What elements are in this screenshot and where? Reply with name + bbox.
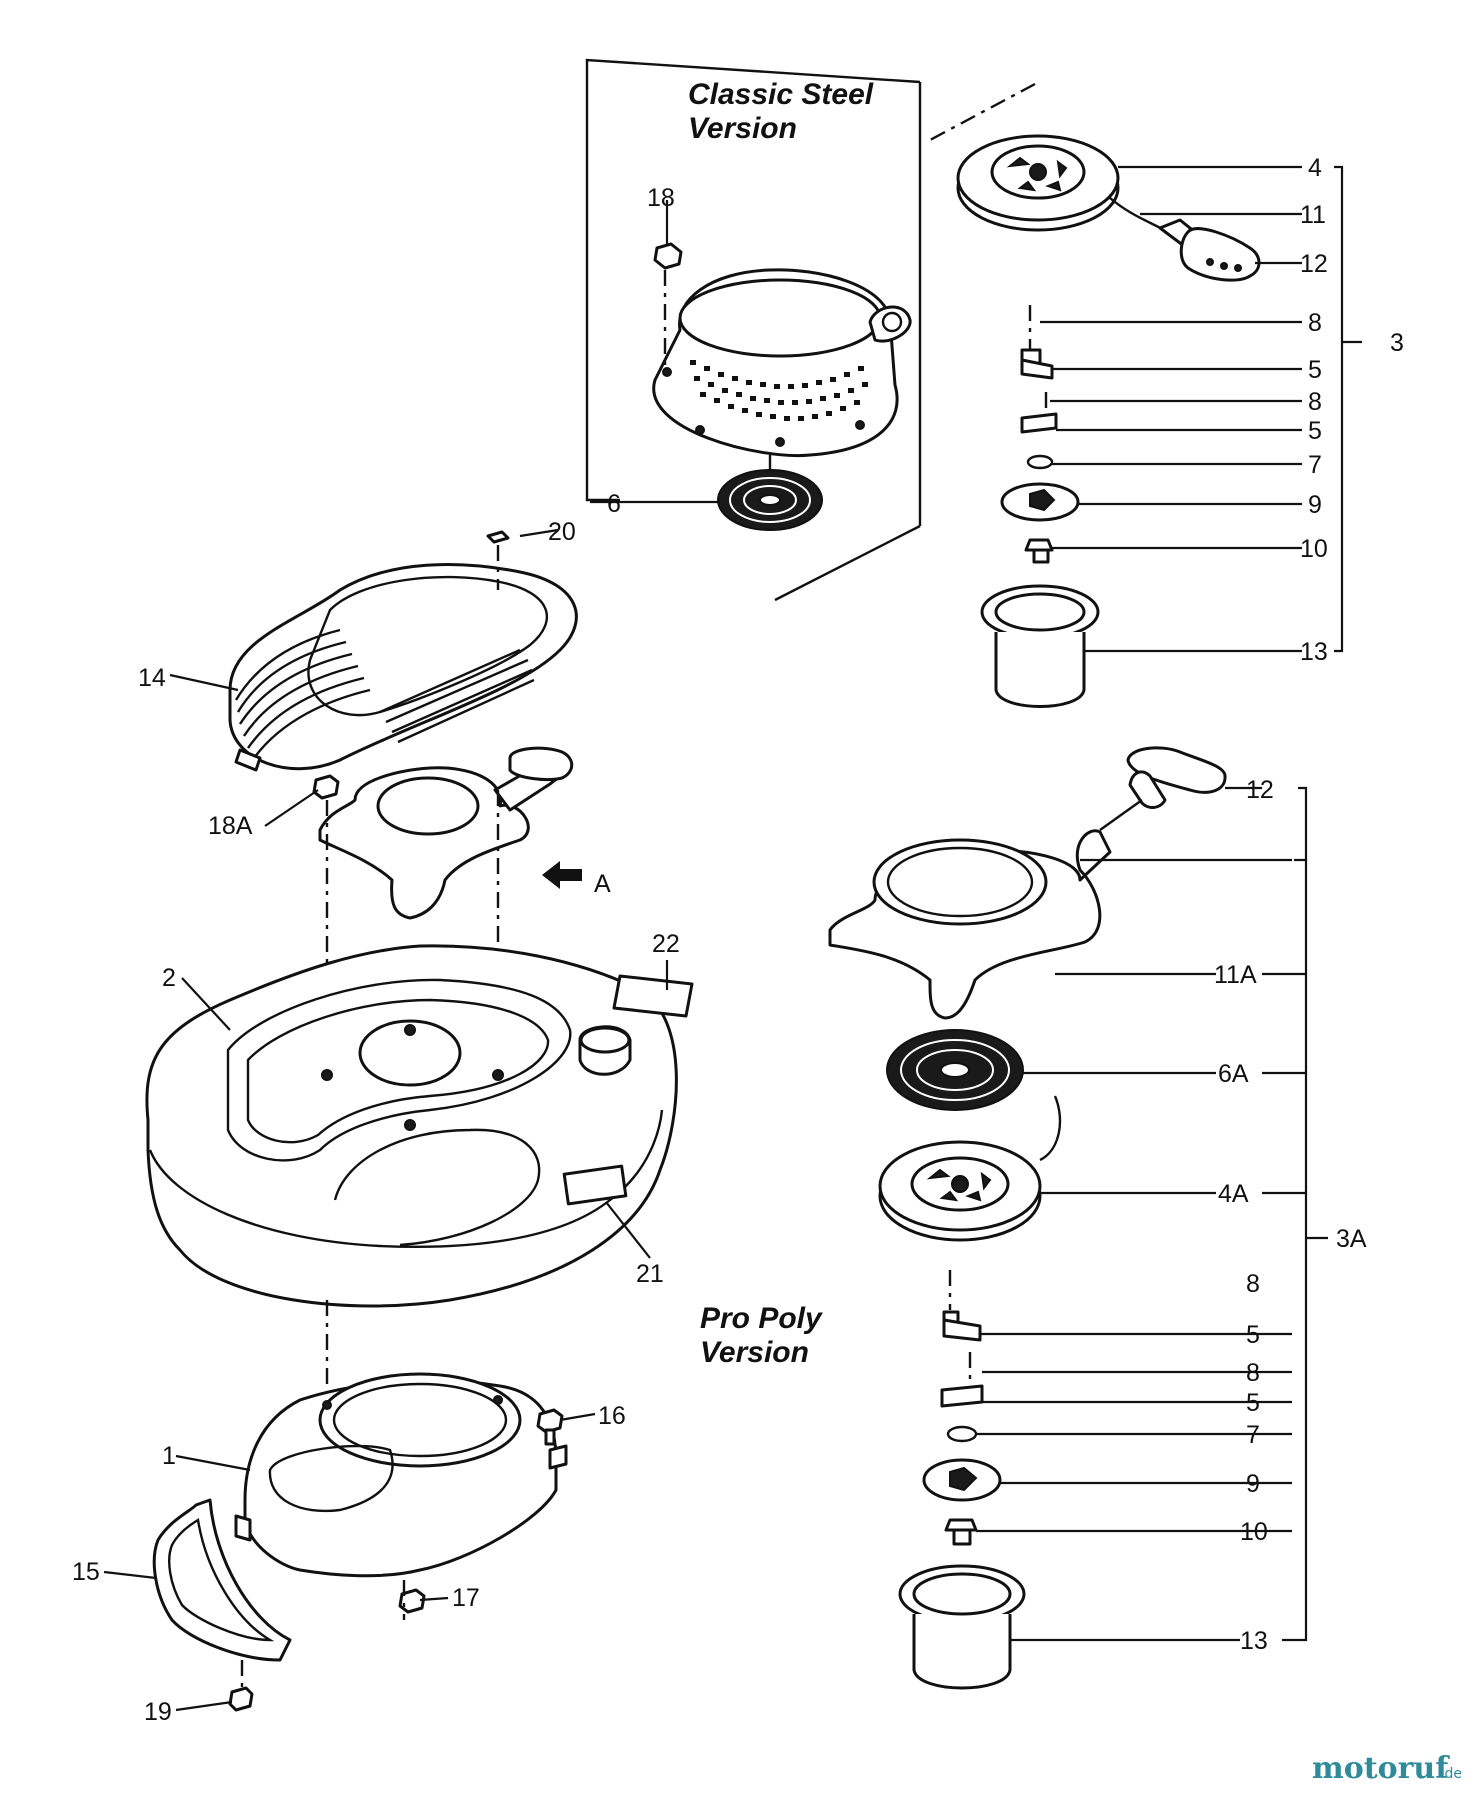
classic-housing-part	[652, 268, 912, 458]
classic-cup-part	[980, 584, 1100, 708]
callout-11A: 11A	[1214, 961, 1257, 989]
callout-2: 2	[162, 964, 176, 992]
guard-plate-part	[152, 1498, 292, 1662]
view-arrow	[542, 861, 582, 889]
classic-screw-part	[1024, 538, 1054, 564]
classic-version-title: Classic Steel	[688, 78, 874, 111]
pro-version-title: Pro Poly	[700, 1302, 823, 1335]
callout-10: 10	[1300, 535, 1328, 563]
pro-spring-part	[886, 1029, 1024, 1111]
classic-pawl-pin-1	[1020, 305, 1054, 380]
callout-19: 19	[144, 1698, 172, 1726]
classic-leaders	[590, 165, 1362, 653]
fan-shroud-part	[234, 1372, 568, 1578]
pro-rope-part	[1099, 799, 1143, 831]
callout-7: 7	[1308, 451, 1322, 479]
callout-16: 16	[598, 1402, 626, 1430]
pro-pawl-pin-1	[942, 1270, 982, 1342]
pro-version-subtitle: Version	[700, 1336, 809, 1369]
pro-cup-part	[898, 1564, 1026, 1690]
callout-21: 21	[636, 1260, 664, 1288]
callout-9: 9	[1246, 1470, 1260, 1498]
callout-4A: 4A	[1218, 1180, 1249, 1208]
classic-washer-part	[1026, 454, 1054, 470]
callout-18A: 18A	[208, 812, 253, 840]
fan-shroud-bolt-16	[536, 1408, 564, 1446]
decal-part	[612, 974, 694, 1018]
classic-pawl-pin-2	[1020, 392, 1058, 434]
callout-8: 8	[1308, 388, 1322, 416]
callout-8: 8	[1246, 1270, 1260, 1298]
classic-spring-part	[717, 455, 823, 531]
pro-screw-part	[944, 1518, 978, 1546]
callout-8: 8	[1246, 1359, 1260, 1387]
callout-10: 10	[1240, 1518, 1268, 1546]
callout-5: 5	[1308, 417, 1322, 445]
callout-22: 22	[652, 930, 680, 958]
left-leaders	[103, 528, 669, 1712]
pro-retainer-part	[922, 1458, 1002, 1502]
callout-3: 3	[1390, 329, 1404, 357]
callout-12: 12	[1246, 776, 1274, 804]
starter-assembly-left-part	[318, 746, 574, 920]
classic-version-frame	[585, 58, 1036, 602]
callout-6: 6	[607, 490, 621, 518]
fan-shroud-bolt-17	[398, 1580, 426, 1620]
pro-washer-part	[946, 1425, 978, 1443]
pro-pulley-part	[878, 1095, 1062, 1242]
blower-housing-part	[145, 944, 678, 1308]
pro-housing-part	[828, 829, 1112, 1020]
callout-8: 8	[1308, 309, 1322, 337]
callout-9: 9	[1308, 491, 1322, 519]
callout-5: 5	[1246, 1389, 1260, 1417]
callout-12: 12	[1300, 250, 1328, 278]
classic-bolt-part	[653, 242, 683, 370]
callout-14: 14	[138, 664, 166, 692]
callout-5: 5	[1308, 356, 1322, 384]
callout-3A: 3A	[1336, 1225, 1367, 1253]
callout-13: 13	[1300, 638, 1328, 666]
view-arrow-label: A	[594, 870, 611, 898]
callout-11: 11	[1300, 201, 1326, 229]
classic-pulley-part	[956, 134, 1120, 232]
classic-handle-part	[1158, 218, 1261, 282]
shroud-screw-part	[486, 530, 510, 590]
callout-15: 15	[72, 1558, 100, 1586]
callout-6A: 6A	[1218, 1060, 1249, 1088]
pro-leaders	[976, 786, 1328, 1642]
shroud-cover-part	[228, 563, 578, 772]
callout-18: 18	[647, 184, 675, 212]
pro-pawl-pin-2	[940, 1352, 984, 1408]
callout-13: 13	[1240, 1627, 1268, 1655]
pro-handle-part	[1126, 746, 1227, 809]
callout-1: 1	[162, 1442, 176, 1470]
callout-5: 5	[1246, 1321, 1260, 1349]
guard-screw-part	[228, 1660, 254, 1712]
callout-17: 17	[452, 1584, 480, 1612]
callout-4: 4	[1308, 154, 1322, 182]
callout-20: 20	[548, 518, 576, 546]
watermark-suffix: .de	[1440, 1766, 1462, 1782]
watermark-logo: motoruf	[1312, 1751, 1450, 1786]
classic-retainer-part	[1000, 482, 1080, 522]
classic-version-subtitle: Version	[688, 112, 797, 145]
callout-7: 7	[1246, 1421, 1260, 1449]
